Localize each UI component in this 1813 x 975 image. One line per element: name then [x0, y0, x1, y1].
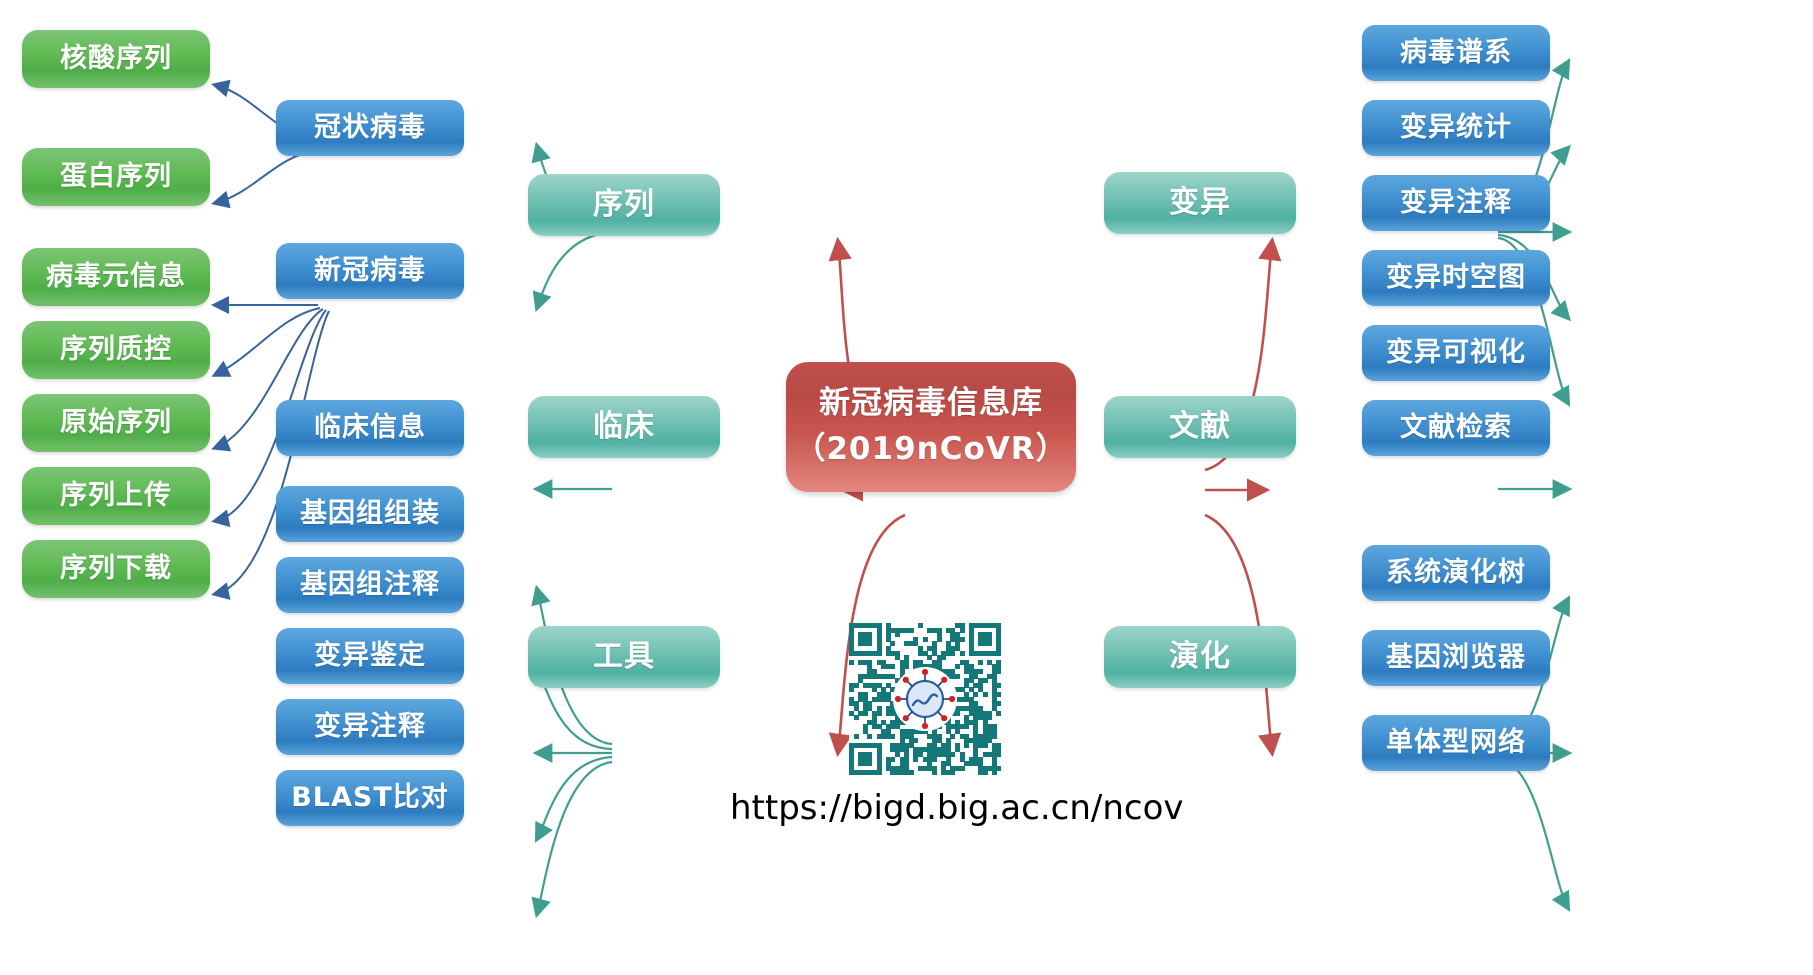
category-clinical[interactable]: 临床 — [528, 396, 720, 458]
node-haplotype-network[interactable]: 单体型网络 — [1362, 715, 1550, 771]
category-label: 序列 — [593, 186, 655, 222]
root-title-line1: 新冠病毒信息库 — [819, 385, 1043, 422]
virus-icon — [893, 667, 957, 731]
root-title-line2: （2019nCoVR） — [794, 431, 1068, 467]
leaf-label: 核酸序列 — [60, 43, 172, 75]
node-label: 变异注释 — [1400, 187, 1512, 219]
root-node[interactable]: 新冠病毒信息库 （2019nCoVR） — [786, 362, 1076, 492]
category-evolution[interactable]: 演化 — [1104, 626, 1296, 688]
qr-code[interactable] — [849, 623, 1001, 775]
leaf-raw-sequence[interactable]: 原始序列 — [22, 394, 210, 452]
node-label: 变异时空图 — [1386, 262, 1526, 294]
node-label: 临床信息 — [314, 412, 426, 444]
node-clinical-info[interactable]: 临床信息 — [276, 400, 464, 456]
leaf-sequence-upload[interactable]: 序列上传 — [22, 467, 210, 525]
node-label: 文献检索 — [1400, 412, 1512, 444]
leaf-label: 序列质控 — [60, 334, 172, 366]
category-tools[interactable]: 工具 — [528, 626, 720, 688]
category-label: 临床 — [593, 408, 655, 444]
node-virus-lineage[interactable]: 病毒谱系 — [1362, 25, 1550, 81]
node-variant-spatiotemporal-map[interactable]: 变异时空图 — [1362, 250, 1550, 306]
node-genome-annotation[interactable]: 基因组注释 — [276, 557, 464, 613]
category-label: 工具 — [593, 638, 655, 674]
node-label: 变异可视化 — [1386, 337, 1526, 369]
category-literature[interactable]: 文献 — [1104, 396, 1296, 458]
node-novel-coronavirus[interactable]: 新冠病毒 — [276, 243, 464, 299]
node-blast-alignment[interactable]: BLAST比对 — [276, 770, 464, 826]
node-phylogenetic-tree[interactable]: 系统演化树 — [1362, 545, 1550, 601]
leaf-label: 原始序列 — [60, 407, 172, 439]
leaf-sequence-download[interactable]: 序列下载 — [22, 540, 210, 598]
node-variant-visualization[interactable]: 变异可视化 — [1362, 325, 1550, 381]
node-literature-search[interactable]: 文献检索 — [1362, 400, 1550, 456]
node-variant-annotation[interactable]: 变异注释 — [1362, 175, 1550, 231]
leaf-label: 蛋白序列 — [60, 161, 172, 193]
category-variation[interactable]: 变异 — [1104, 172, 1296, 234]
node-genome-assembly[interactable]: 基因组组装 — [276, 486, 464, 542]
node-label: 变异统计 — [1400, 112, 1512, 144]
node-variant-statistics[interactable]: 变异统计 — [1362, 100, 1550, 156]
leaf-protein-sequence[interactable]: 蛋白序列 — [22, 148, 210, 206]
leaf-label: 序列下载 — [60, 553, 172, 585]
node-coronavirus[interactable]: 冠状病毒 — [276, 100, 464, 156]
node-label: 系统演化树 — [1386, 557, 1526, 589]
node-label: 冠状病毒 — [314, 112, 426, 144]
node-label: 变异注释 — [314, 711, 426, 743]
node-label: 基因组注释 — [300, 569, 440, 601]
category-label: 演化 — [1169, 638, 1231, 674]
node-label: 基因浏览器 — [1386, 642, 1526, 674]
url-label: https://bigd.big.ac.cn/ncov — [730, 788, 1184, 828]
node-label: 变异鉴定 — [314, 640, 426, 672]
leaf-label: 序列上传 — [60, 480, 172, 512]
category-label: 变异 — [1169, 184, 1231, 220]
leaf-label: 病毒元信息 — [46, 261, 186, 293]
category-sequence[interactable]: 序列 — [528, 174, 720, 236]
leaf-sequence-qc[interactable]: 序列质控 — [22, 321, 210, 379]
category-label: 文献 — [1169, 408, 1231, 444]
node-variant-annotation-tool[interactable]: 变异注释 — [276, 699, 464, 755]
node-label: 基因组组装 — [300, 498, 440, 530]
node-label: 单体型网络 — [1386, 727, 1526, 759]
node-variant-calling[interactable]: 变异鉴定 — [276, 628, 464, 684]
leaf-virus-metadata[interactable]: 病毒元信息 — [22, 248, 210, 306]
virus-icon-svg — [894, 668, 956, 730]
node-genome-browser[interactable]: 基因浏览器 — [1362, 630, 1550, 686]
leaf-nucleic-acid-sequence[interactable]: 核酸序列 — [22, 30, 210, 88]
node-label: 病毒谱系 — [1400, 37, 1512, 69]
node-label: BLAST比对 — [291, 782, 449, 814]
node-label: 新冠病毒 — [314, 255, 426, 287]
